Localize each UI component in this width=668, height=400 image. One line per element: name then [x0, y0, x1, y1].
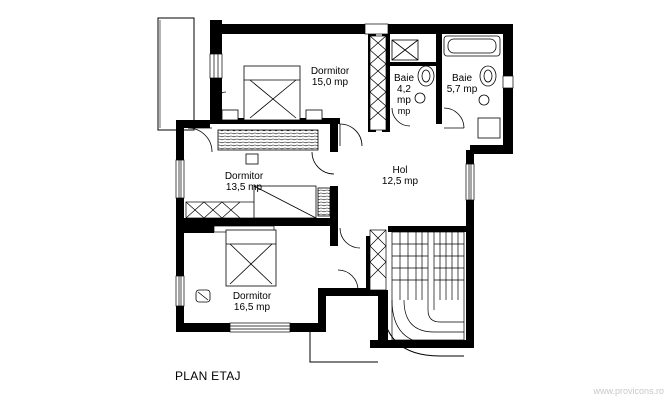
room-name: Dormitor [224, 171, 264, 182]
window-marks [175, 23, 514, 333]
bathroom-fixtures [391, 35, 501, 139]
bed-room-2 [225, 229, 277, 287]
room-name: Dormitor [310, 66, 350, 77]
room-name: Dormitor [232, 291, 272, 302]
room-label-baie-5: Baie 5,7 mp [442, 73, 482, 95]
room-area: 12,5 mp [381, 176, 419, 187]
room-name: Baie [393, 73, 414, 84]
room-area: 4,2 mp [397, 84, 411, 106]
room-area: 5,7 mp [446, 84, 478, 95]
watermark: www.provicons.ro [593, 386, 664, 396]
bed-room-1 [221, 65, 323, 121]
room-label-dormitor-13: Dormitor 13,5 mp [214, 171, 274, 193]
doors [187, 91, 465, 291]
plan-title: PLAN ETAJ [175, 369, 241, 383]
stair-desk [253, 185, 331, 219]
room-label-dormitor-16: Dormitor 16,5 mp [222, 291, 282, 313]
room-area: 16,5 mp [233, 302, 271, 313]
staircase [391, 231, 465, 345]
room-label-dormitor-15: Dormitor 15,0 mp [300, 66, 360, 88]
room-label-baie-4: Baie 4,2 mp mp [390, 73, 418, 117]
terrace-bottom [309, 299, 464, 363]
misc-fixtures [195, 289, 211, 303]
room-area: 15,0 mp [311, 77, 349, 88]
room-area: 13,5 mp [225, 182, 263, 193]
room-name: Hol [392, 165, 408, 176]
balcony-top-left [157, 17, 195, 131]
room-label-hol: Hol 12,5 mp [370, 165, 430, 187]
desk-wood [217, 129, 319, 165]
room-name: Baie [451, 73, 472, 84]
